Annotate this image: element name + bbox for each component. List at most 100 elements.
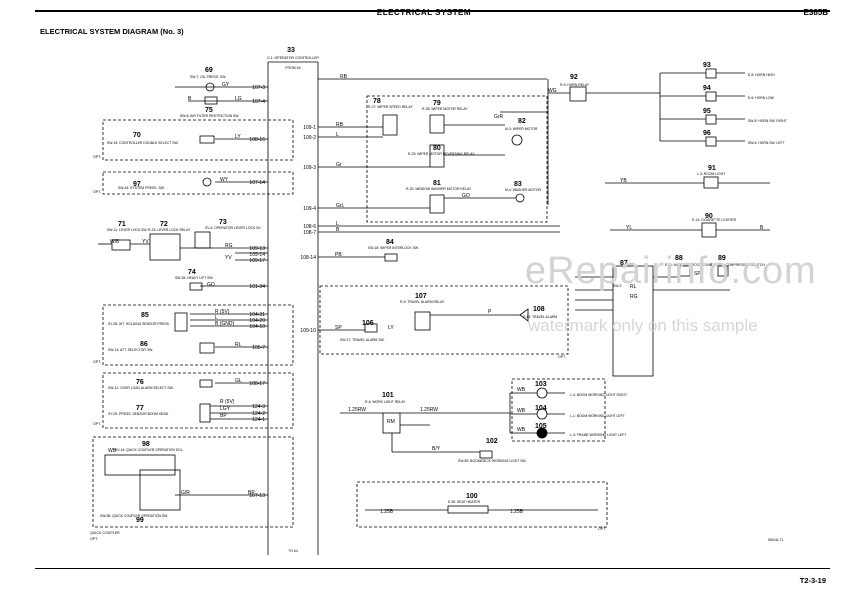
wire-label: P [488, 309, 492, 315]
component-label: SW-44: SYSTEM PRESS. SW. [118, 186, 165, 190]
wire-label: RG [225, 243, 233, 249]
pin-label: 108-16 [249, 137, 265, 143]
wire-label: WB [517, 427, 526, 433]
component-label: SW-15: CONTROLLER DOUBLE SELECT SW. [107, 141, 179, 145]
wire-label: L [336, 221, 339, 227]
component-label: SW-13: ATT. SELECTOR SW. [108, 348, 153, 352]
component-number: 71 [118, 221, 126, 228]
footer-rule [35, 568, 830, 569]
wire-label: W/8 [110, 239, 119, 245]
component-label: E-6: HORN LOW [748, 96, 775, 100]
wire-label: LY [235, 134, 241, 140]
wire-label: LY [388, 325, 394, 331]
pin-label: 107-3 [252, 85, 265, 91]
component-number: 90 [705, 213, 713, 220]
controller-number: 33 [287, 47, 295, 54]
component-label: R-6: WORK LIGHT RELAY [365, 400, 406, 404]
wire-label: SP [335, 325, 342, 331]
component-label: E-14: CIGARETTE LIGHTER [692, 218, 737, 222]
component-number: 79 [433, 100, 441, 107]
component-number: 88 [675, 255, 683, 262]
wire-label: BP [248, 490, 255, 496]
wire-label: GO [207, 282, 215, 288]
wire-label: WB [517, 387, 526, 393]
wire-label: G/R [181, 490, 190, 496]
component-number: 77 [136, 405, 144, 412]
component-number: 104 [535, 405, 547, 412]
wire-label: RL [235, 342, 242, 348]
component-number: 91 [708, 165, 716, 172]
pin-label: 107-14 [249, 180, 265, 186]
component-label: SV-14: QUICK COUPLER OPERATION SOL. [115, 448, 184, 452]
pin-label: 105-7 [252, 345, 265, 351]
model-code: E385B [803, 8, 828, 17]
wire-label: GrR [494, 114, 504, 120]
wire-label: WB [517, 408, 526, 414]
controller-top-tag: FROM 64 [285, 66, 300, 70]
component-label: E-11: AIR CONDITIONER UNIT [665, 263, 713, 267]
wire-label: R (5V) [220, 399, 235, 405]
pin-label: 109-10 [300, 328, 316, 334]
component-label: L-3: ROOM LIGHT [697, 172, 725, 176]
component-label: L-3: FRAME WORKING LIGHT LEFT [570, 433, 626, 437]
component-label: SW-18: WIPER INTERLOCK SW. [368, 246, 419, 250]
pin-label: 101-34 [249, 284, 265, 290]
wire-label: WG [548, 88, 557, 94]
component-number: 83 [514, 181, 522, 188]
watermark-note: watermark only on this sample [528, 316, 758, 335]
pin-label: 104-10 [249, 324, 265, 330]
reference-code: 08418-71 [768, 538, 783, 542]
component-number: 100 [466, 493, 478, 500]
pin-label: 109-1 [303, 125, 316, 131]
component-number: 94 [703, 85, 711, 92]
component-number: 105 [535, 423, 547, 430]
component-label: E-13: TRAVEL ALARM [523, 315, 557, 319]
component-label: SW-58: QUICK COUPLER OPERATION SW. [100, 514, 168, 518]
component-number: 69 [205, 67, 213, 74]
pin-label: 109-14 [249, 252, 265, 258]
component-label: SW-17: TRAVEL ALARM SW. [340, 338, 385, 342]
pin-label: 109-17 [249, 258, 265, 264]
wire-label: YB [620, 178, 627, 184]
component-number: 89 [718, 255, 726, 262]
component-number: 78 [373, 98, 381, 105]
opt-note: OPT. [93, 155, 101, 159]
opt-note: OPT. [93, 190, 101, 194]
opt-note: OPT. [598, 527, 606, 531]
pin-label: 109-13 [249, 246, 265, 252]
section-title: ELECTRICAL SYSTEM [376, 8, 472, 17]
wire-label: GY [222, 82, 230, 88]
component-label: SW-6: AIR FILTER RESTRICTION SW. [180, 114, 239, 118]
component-label: R-5: TRAVEL ALARM RELAY [400, 300, 445, 304]
wire-label: B [188, 96, 192, 102]
header-rule [35, 10, 830, 12]
component-number: 92 [570, 74, 578, 81]
component-number: 80 [433, 145, 441, 152]
wire-label: GO [462, 193, 470, 199]
component-label: R-23: LEVER LOCK RELAY [148, 228, 191, 232]
component-number: 73 [219, 219, 227, 226]
pin-label: 107-13 [249, 493, 265, 499]
component-label: SW-50: BOOM/DECK WORKING LIGHT SW. [458, 459, 527, 463]
pin-label: 109-4 [303, 206, 316, 212]
pin-label: 124-2 [252, 411, 265, 417]
wire-label: WB [108, 448, 117, 454]
wire-label: LGY [220, 406, 231, 412]
wire-label: RL [630, 284, 637, 290]
quick-coupler-note: QUICK COUPLER [90, 531, 120, 535]
opt-note: OPT. [90, 537, 98, 541]
component-label: R-27: WIPER SPEED RELAY [368, 105, 413, 109]
component-label: R-5: HORN RELAY [560, 83, 590, 87]
component-number: 82 [518, 118, 526, 125]
pin-label: 109-2 [303, 135, 316, 141]
wire-label: YV [142, 239, 149, 245]
wire-label: 1.25RW [348, 407, 366, 413]
page-title: ELECTRICAL SYSTEM DIAGRAM (No. 3) [40, 27, 184, 36]
opt-note: OPT. [93, 360, 101, 364]
wire-label: 1.25B [510, 509, 524, 515]
component-number: 74 [188, 269, 196, 276]
component-number: 93 [703, 62, 711, 69]
pin-label: 108-14 [300, 255, 316, 261]
wire-label: SP [694, 271, 701, 277]
